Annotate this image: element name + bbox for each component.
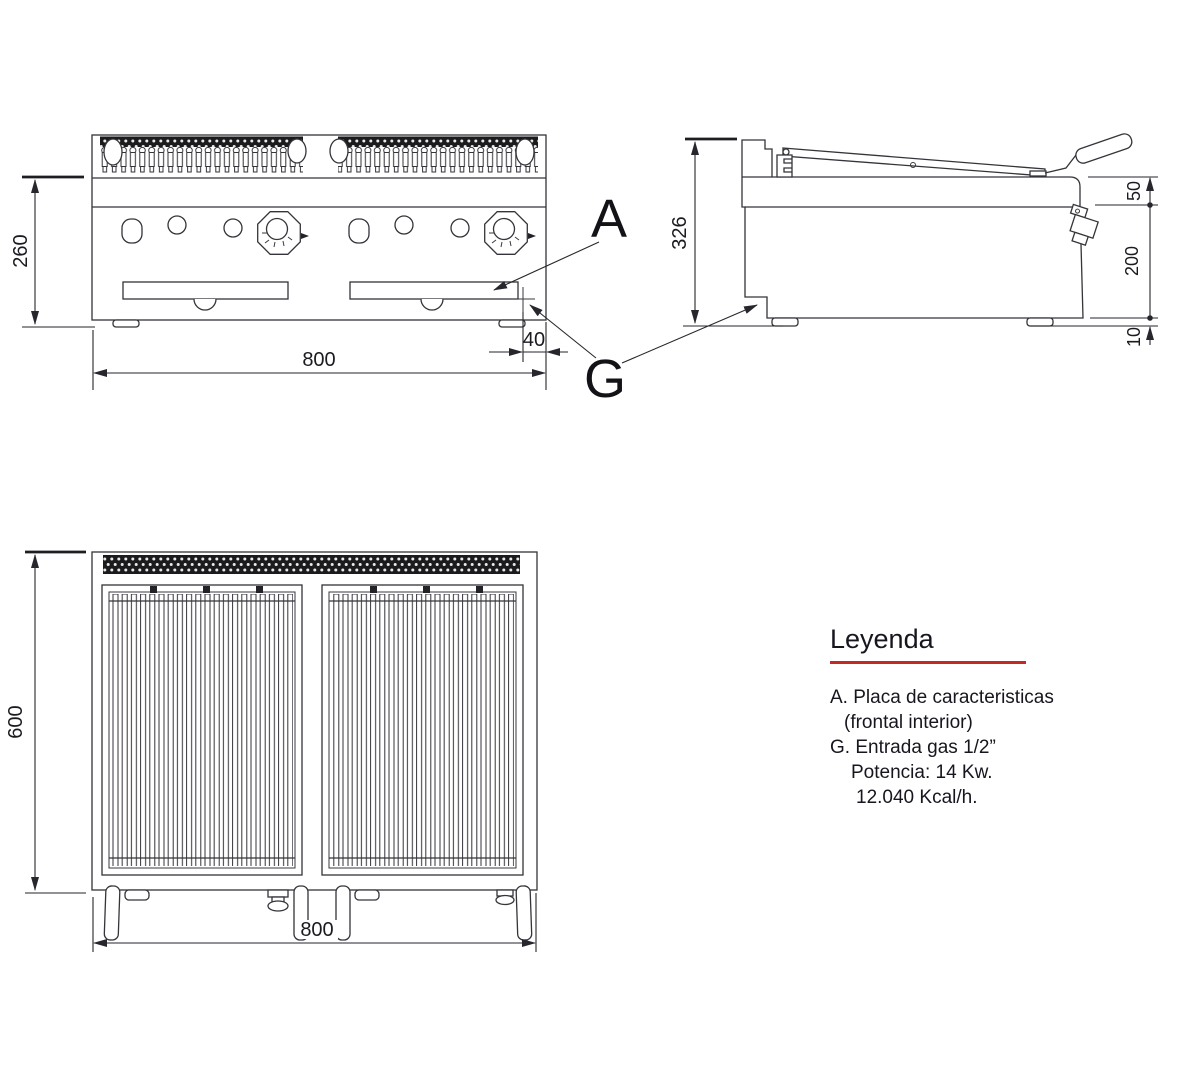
front-grate [100,136,538,173]
dim-gas-offset: 40 [489,312,568,362]
dim-side-top-label: 50 [1124,181,1144,201]
grate-rods-right [338,147,538,173]
plan-gas-fitting-left [267,889,289,912]
gas-valve [1069,203,1099,246]
dim-side-height: 326 [669,137,783,327]
grate-texture-left [100,136,303,147]
tilted-grill-plate [776,147,1047,178]
legend-item-power: Potencia: 14 Kw. [851,762,993,783]
front-foot [112,319,140,328]
grate-texture-right [338,136,538,147]
dim-front-height-label: 260 [10,234,32,267]
panel-hole [167,215,187,235]
dim-front-width-label: 800 [302,349,335,371]
callout-g: G [529,304,758,409]
dim-front-width: 800 [92,322,547,390]
front-foot [498,319,526,328]
dim-side-foot-label: 10 [1124,327,1144,347]
pilot-window [121,218,143,244]
knob-pointer [301,233,309,239]
handle-grip [1075,133,1133,164]
drawer-left [122,281,289,311]
legend-item-a: A. Placa de caracteristicas [830,687,1054,708]
dim-side-mid-label: 200 [1122,246,1142,276]
plan-grate-right [321,584,524,876]
panel-hole [394,215,414,235]
panel-hole [450,218,470,238]
plan-handle [515,885,533,941]
callout-a: A [493,189,627,291]
plan-gas-fitting-right [495,889,515,906]
legend-item-g: G. Entrada gas 1/2” [830,737,996,758]
dim-front-height: 260 [10,175,95,328]
legend: Leyenda A. Placa de caracteristicas (fro… [830,624,1150,810]
pilot-window [348,218,370,244]
dim-gas-offset-label: 40 [523,329,545,351]
side-view: 326 50 200 10 [669,133,1158,347]
knob-pointer [528,233,536,239]
dim-plan-depth-label: 600 [5,705,27,738]
drawer-right [349,281,519,311]
grate-knob-oval [103,138,123,166]
burner-knob-right [484,211,536,255]
plan-handle [103,885,121,941]
legend-title: Leyenda [830,624,934,654]
plan-foot [354,889,380,901]
grate-knob-oval [515,138,535,166]
side-foot [771,317,799,327]
dim-side-chain: 50 200 10 [1030,176,1158,347]
legend-item-a-cont: (frontal interior) [844,712,973,733]
plan-grate-left [101,584,303,876]
plan-handle [335,885,351,941]
grate-knob-oval [329,138,349,164]
dim-plan-width: 800 [92,893,537,952]
dim-plan-depth: 600 [5,550,86,894]
legend-items: A. Placa de caracteristicas (frontal int… [830,685,1150,810]
grill-bracket [776,154,793,178]
plan-rear-texture [103,555,520,574]
grate-rods-left [100,147,303,173]
dim-plan-width-label: 800 [300,919,333,941]
gas-inlet-mark [511,287,535,312]
callout-a-label: A [591,189,627,249]
panel-hole [223,218,243,238]
front-panel-openings [121,215,470,244]
side-foot [1026,317,1054,327]
callout-g-label: G [584,349,626,409]
plan-view: 600 800 [5,550,538,952]
legend-underline [830,661,1026,664]
side-body-outline [741,139,1084,319]
legend-item-kcal: 12.040 Kcal/h. [856,787,978,808]
front-view: 260 800 40 [10,134,568,390]
dim-side-height-label: 326 [669,216,691,249]
burner-knob-left [257,211,309,255]
grill-handle [1044,133,1133,174]
grate-knob-oval [287,138,307,164]
plan-foot [124,889,150,901]
